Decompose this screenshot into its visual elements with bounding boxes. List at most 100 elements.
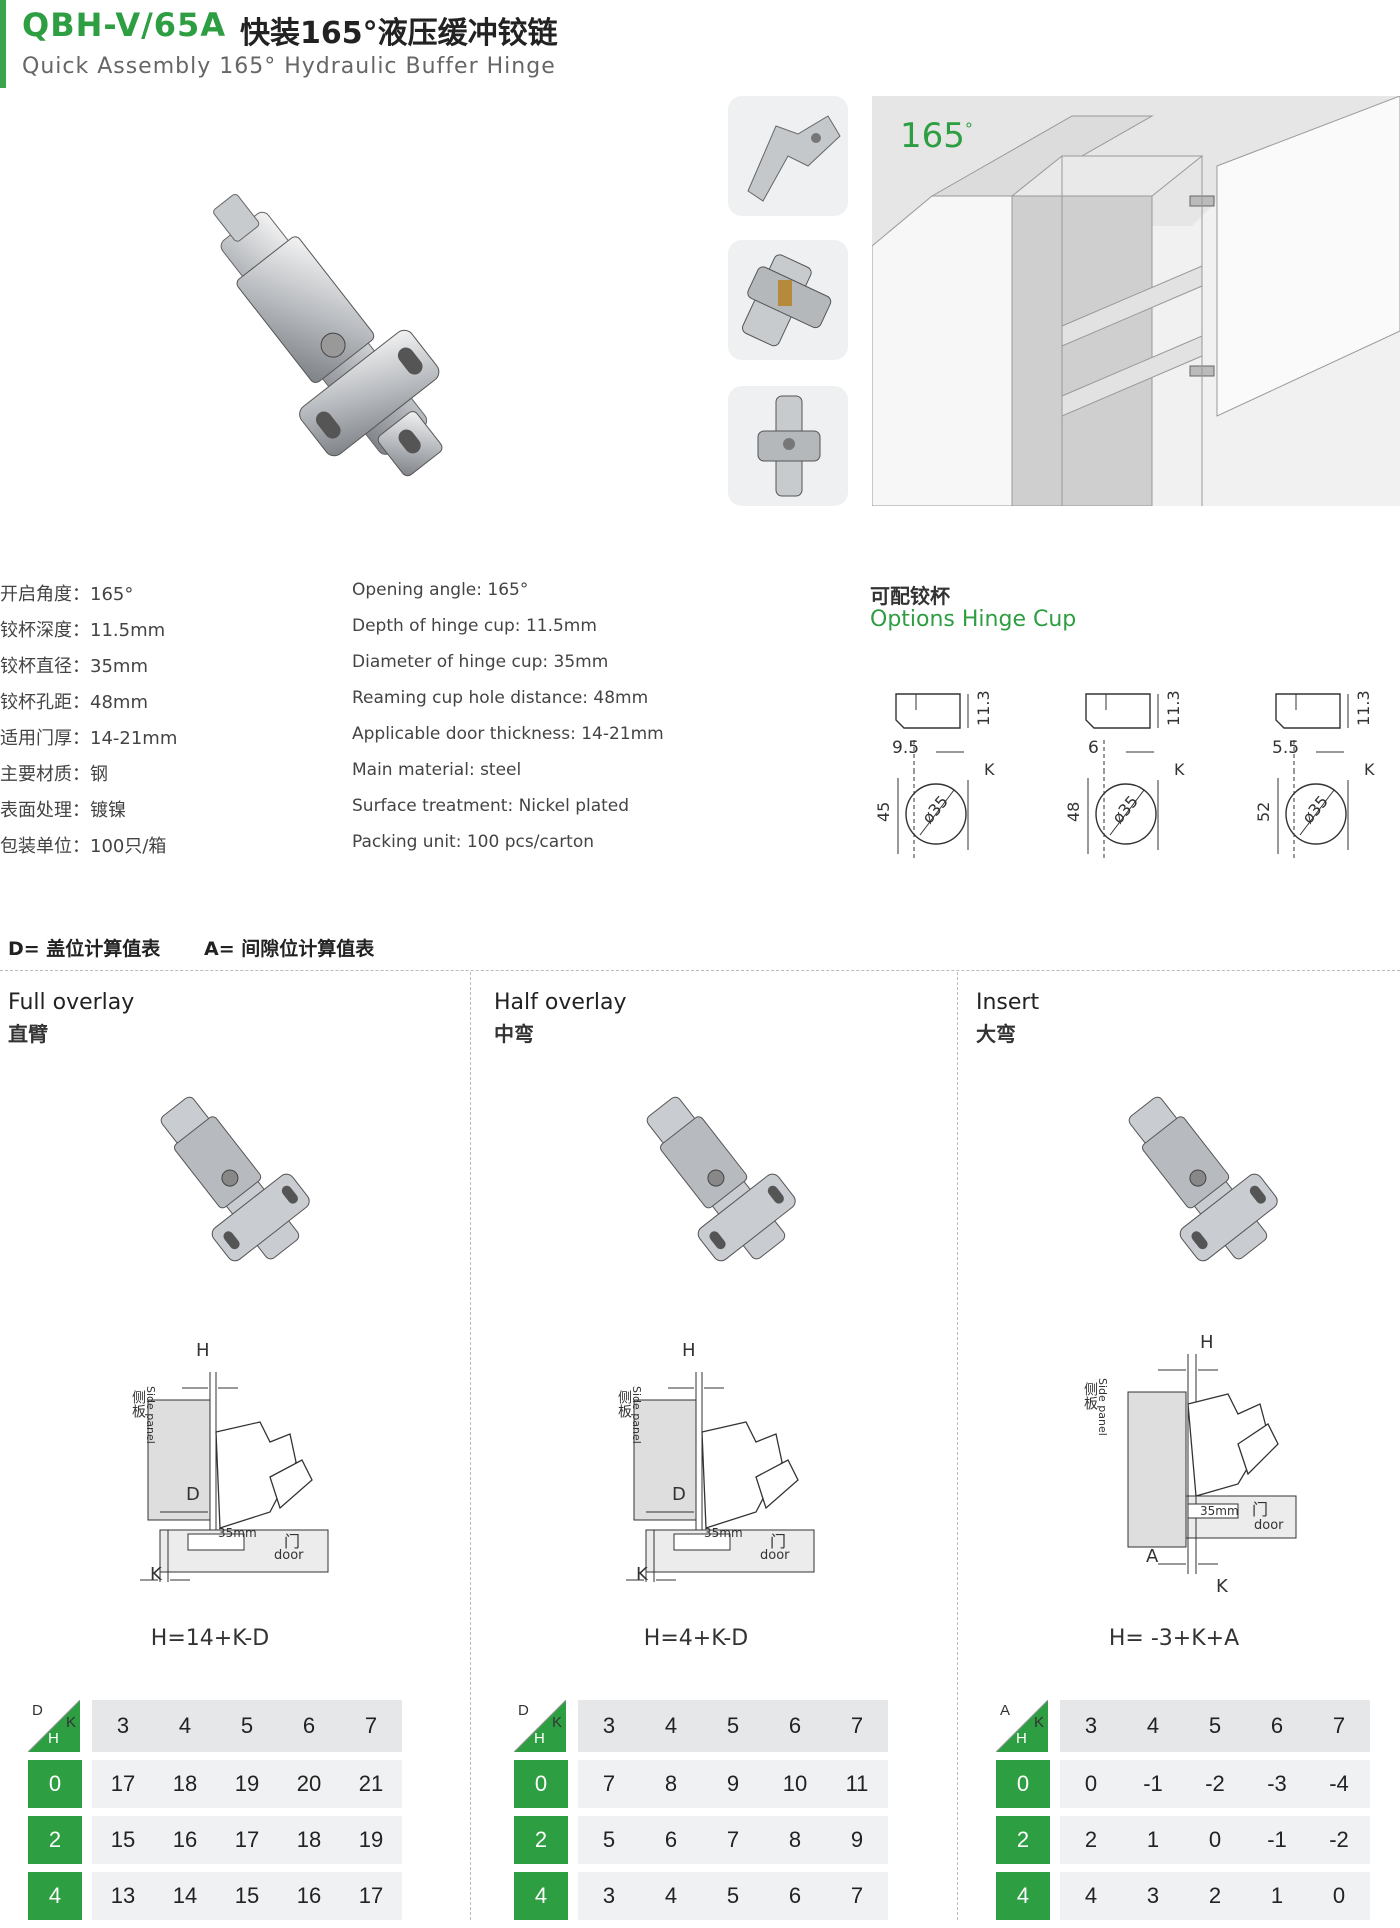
value-cell: 1 xyxy=(1246,1872,1308,1920)
dim-label-h: H xyxy=(682,1340,696,1361)
side-panel-label-cn: 侧板 xyxy=(130,1390,146,1418)
cup-options: 9.5 11.3 45 ø35 K 6 11.3 48 ø35 K xyxy=(868,690,1398,870)
half-overlay-section: Half overlay 中弯 H D K 侧板 Side panel xyxy=(486,972,956,1920)
hinge-thumbnail xyxy=(160,1096,310,1262)
value-cell: 7 xyxy=(578,1760,640,1808)
cup-k: K xyxy=(984,760,995,779)
h-value-cell: 2 xyxy=(514,1816,568,1864)
dim-label-d: A xyxy=(1146,1546,1159,1567)
hinge-thumbnail xyxy=(646,1096,796,1262)
cup-option-1[interactable]: 9.5 11.3 45 ø35 K xyxy=(868,690,1028,870)
table-corner: A K H xyxy=(996,1700,1050,1752)
value-cell: 15 xyxy=(92,1816,154,1864)
spec-cn-item: 主要材质：钢 xyxy=(0,764,108,785)
k-header-cell: 6 xyxy=(764,1700,826,1752)
cup-k: K xyxy=(1364,760,1375,779)
legend-a: A= 间隙位计算值表 xyxy=(204,938,375,960)
insert-section: Insert 大弯 H A K 侧板 Side panel 门 door 35m… xyxy=(968,972,1400,1920)
spec-cn-item: 铰杯孔距：48mm xyxy=(0,692,148,713)
corner-col-label: K xyxy=(66,1714,77,1731)
side-panel-label-en: Side panel xyxy=(630,1386,643,1444)
corner-col-label: K xyxy=(1034,1714,1045,1731)
door-label-cn: 门 xyxy=(284,1532,301,1551)
value-cell: 1 xyxy=(1122,1816,1184,1864)
cup-offset: 5.5 xyxy=(1272,738,1300,758)
cup-k: K xyxy=(1174,760,1185,779)
formula: H= -3+K+A xyxy=(1108,1626,1240,1651)
section-title: Full overlay xyxy=(8,990,135,1015)
value-cell: 0 xyxy=(1308,1872,1370,1920)
k-header-cell: 5 xyxy=(702,1700,764,1752)
k-header-cell: 4 xyxy=(1122,1700,1184,1752)
thumbnail-hinge-front[interactable] xyxy=(728,386,848,506)
options-title-cn: 可配铰杯 xyxy=(870,584,950,608)
column-divider-1 xyxy=(470,972,471,1920)
value-cell: 15 xyxy=(216,1872,278,1920)
h-value-cell: 4 xyxy=(996,1872,1050,1920)
thumbnail-hinge-open[interactable] xyxy=(728,96,848,216)
spec-cn-item: 适用门厚：14-21mm xyxy=(0,728,178,749)
value-cell: 9 xyxy=(826,1816,888,1864)
spec-cn-item: 开启角度：165° xyxy=(0,584,134,605)
k-header-cell: 7 xyxy=(1308,1700,1370,1752)
side-panel-label-cn: 侧板 xyxy=(616,1390,632,1418)
side-panel-label-en: Side panel xyxy=(1096,1378,1109,1436)
section-subtitle: 中弯 xyxy=(494,1022,534,1046)
corner-row-label: D xyxy=(32,1702,43,1719)
door-label-en: door xyxy=(760,1548,790,1563)
options-title-en: Options Hinge Cup xyxy=(870,607,1077,632)
value-cell: 0 xyxy=(1060,1760,1122,1808)
k-header-cell: 3 xyxy=(92,1700,154,1752)
k-header-cell: 4 xyxy=(640,1700,702,1752)
value-cell: 2 xyxy=(1184,1872,1246,1920)
installation-diagram xyxy=(1127,1354,1297,1574)
main-hinge-image xyxy=(213,193,443,477)
column-divider-2 xyxy=(957,972,958,1920)
value-cell: -3 xyxy=(1246,1760,1308,1808)
product-code: QBH-V/65A xyxy=(22,6,227,44)
k-header-cell: 6 xyxy=(1246,1700,1308,1752)
value-cell: 3 xyxy=(578,1872,640,1920)
h-value-cell: 4 xyxy=(28,1872,82,1920)
dim-label-d: D xyxy=(672,1484,686,1505)
cabinet-illustration: 165° xyxy=(872,96,1400,506)
corner-col-label: K xyxy=(552,1714,563,1731)
value-cell: 6 xyxy=(640,1816,702,1864)
value-cell: 19 xyxy=(216,1760,278,1808)
value-cell: 8 xyxy=(640,1760,702,1808)
table-row: 0 0-1-2-3-4 xyxy=(996,1760,1370,1808)
h-value-cell: 0 xyxy=(28,1760,82,1808)
value-cell: 8 xyxy=(764,1816,826,1864)
k-header-cell: 4 xyxy=(154,1700,216,1752)
cup-depth: 11.3 xyxy=(1164,690,1183,726)
corner-h-label: H xyxy=(1016,1730,1027,1747)
value-cell: 21 xyxy=(340,1760,402,1808)
thumbnail-hinge-top[interactable] xyxy=(728,240,848,360)
cup-option-2[interactable]: 6 11.3 48 ø35 K xyxy=(1058,690,1218,870)
spec-cn-item: 包装单位：100只/箱 xyxy=(0,836,167,857)
dim-label-k: K xyxy=(1216,1576,1228,1597)
value-cell: 7 xyxy=(702,1816,764,1864)
value-cell: 9 xyxy=(702,1760,764,1808)
cup-option-3[interactable]: 5.5 11.3 52 ø35 K xyxy=(1248,690,1398,870)
title-accent-bar xyxy=(0,0,6,88)
cup-size-label: 35mm xyxy=(1200,1504,1239,1518)
spec-en-item: Surface treatment: Nickel plated xyxy=(352,796,630,816)
spec-en-item: Applicable door thickness: 14-21mm xyxy=(352,724,664,744)
value-cell: 20 xyxy=(278,1760,340,1808)
spec-cn-item: 铰杯直径：35mm xyxy=(0,656,148,677)
corner-row-label: D xyxy=(518,1702,529,1719)
k-header-cell: 5 xyxy=(216,1700,278,1752)
installation-diagram xyxy=(626,1372,815,1582)
value-cell: 0 xyxy=(1184,1816,1246,1864)
value-cell: 5 xyxy=(578,1816,640,1864)
h-value-cell: 0 xyxy=(996,1760,1050,1808)
